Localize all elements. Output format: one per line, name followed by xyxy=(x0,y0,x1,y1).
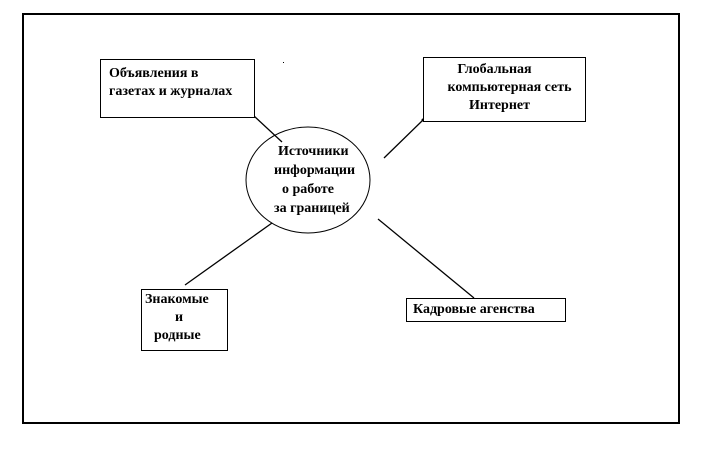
node-internet: Глобальная компьютерная сеть Интернет xyxy=(423,57,586,122)
center-line: Источники xyxy=(278,144,349,159)
node-line: компьютерная сеть xyxy=(447,80,572,95)
node-line: Знакомые xyxy=(145,292,209,307)
diagram-frame xyxy=(22,13,680,424)
node-line: и xyxy=(175,310,184,325)
node-ads: Объявления в газетах и журналах xyxy=(100,59,255,118)
center-label: Источники информации о работе за границе… xyxy=(274,142,355,218)
connector-friends xyxy=(184,222,273,286)
center-line: за границей xyxy=(274,201,350,216)
stray-dot xyxy=(283,62,284,63)
center-line: информации xyxy=(274,163,356,178)
center-ellipse xyxy=(245,126,371,234)
node-line: Глобальная xyxy=(457,62,532,77)
center-line: о работе xyxy=(282,182,335,197)
connector-agencies xyxy=(377,218,475,299)
node-friends: Знакомые и родные xyxy=(141,289,228,351)
connector-internet xyxy=(383,119,424,159)
node-line: Кадровые агенства xyxy=(413,302,535,317)
connector-ads xyxy=(253,115,283,143)
node-line: Интернет xyxy=(469,98,530,113)
node-line: Объявления в xyxy=(109,66,199,81)
node-line: родные xyxy=(154,328,201,343)
node-line: газетах и журналах xyxy=(109,84,233,99)
node-agencies: Кадровые агенства xyxy=(406,298,566,322)
